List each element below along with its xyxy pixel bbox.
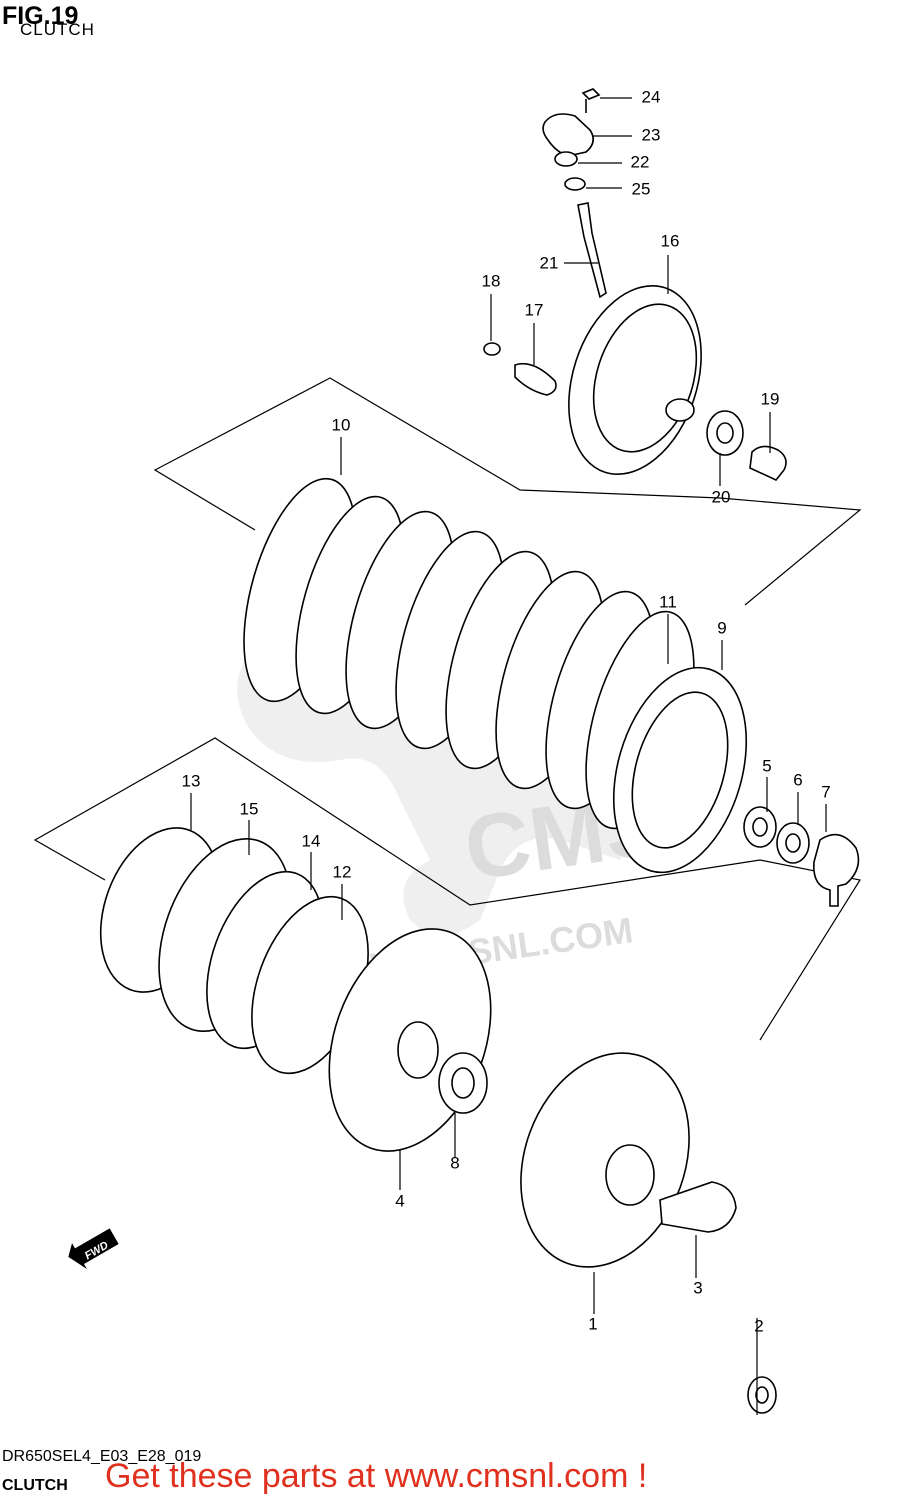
callout-3: 3	[693, 1278, 702, 1297]
callout-20: 20	[712, 487, 731, 506]
callout-11: 11	[659, 592, 677, 611]
diagram-code: DR650SEL4_E03_E28_019	[2, 1448, 202, 1465]
callout-18: 18	[482, 271, 501, 290]
callout-1: 1	[588, 1314, 597, 1333]
callout-15: 15	[240, 799, 259, 818]
callout-9: 9	[717, 618, 726, 637]
callout-12: 12	[333, 862, 352, 881]
figure-number: FIG.19	[2, 2, 79, 30]
pressure-plate	[568, 284, 787, 481]
callout-2: 2	[754, 1316, 763, 1335]
callout-22: 22	[631, 152, 650, 171]
figure-title: CLUTCH	[20, 20, 95, 39]
callout-21: 21	[540, 253, 559, 272]
callout-13: 13	[182, 771, 201, 790]
callout-16: 16	[661, 231, 680, 250]
callout-4: 4	[395, 1191, 404, 1210]
callout-14: 14	[302, 831, 321, 850]
fwd-direction-icon: FWD	[68, 1228, 119, 1270]
callout-labels: 24 23 22 25 21 16 18 17 19 20 10 11 9 5 …	[182, 87, 831, 1335]
callout-6: 6	[793, 770, 802, 789]
callout-8: 8	[450, 1153, 459, 1172]
callout-25: 25	[632, 179, 651, 198]
callout-10: 10	[332, 415, 351, 434]
leader-lines	[190, 97, 827, 1415]
callout-23: 23	[642, 125, 661, 144]
guide-lines	[33, 377, 862, 1041]
callout-17: 17	[525, 300, 544, 319]
hub-nut-set	[743, 806, 860, 907]
callout-19: 19	[761, 389, 780, 408]
clutch-plate-stack	[243, 477, 748, 874]
parts-link[interactable]: Get these parts at www.cmsnl.com !	[105, 1457, 648, 1495]
diagram-name: CLUTCH	[2, 1477, 68, 1494]
release-mechanism	[483, 88, 607, 396]
callout-7: 7	[821, 782, 830, 801]
callout-24: 24	[642, 87, 661, 106]
clutch-hub-assembly	[99, 827, 777, 1414]
callout-5: 5	[762, 756, 771, 775]
